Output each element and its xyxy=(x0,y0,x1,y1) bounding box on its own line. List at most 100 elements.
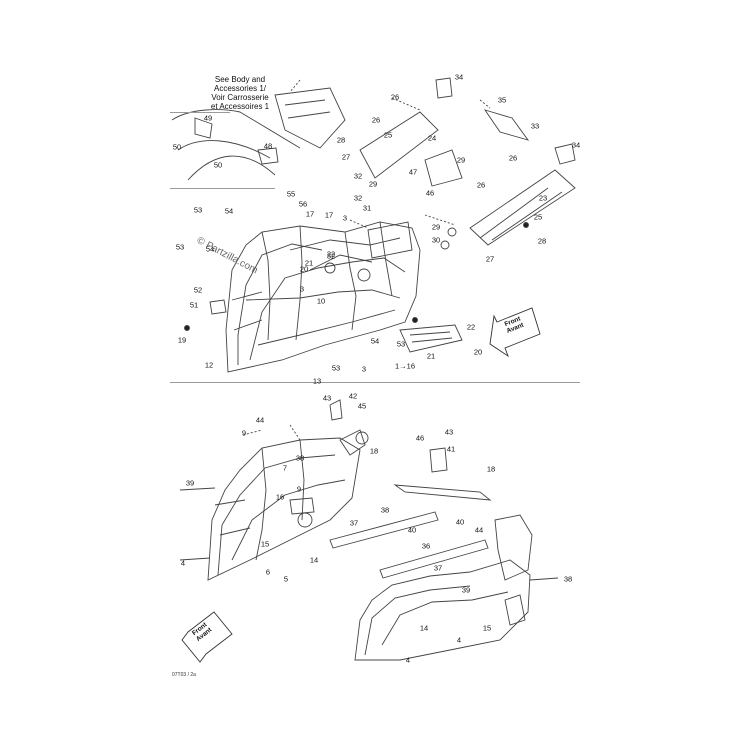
top-part-callout: 53 xyxy=(193,205,203,215)
front-arrow-bottom xyxy=(181,611,233,663)
top-part-callout: 35 xyxy=(497,95,507,105)
top-part-callout: 1→16 xyxy=(394,361,416,371)
bottom-part-callout: 9 xyxy=(241,428,247,438)
bottom-part-callout: 7 xyxy=(282,463,288,473)
top-part-callout: 32 xyxy=(353,171,363,181)
top-part-callout: 49 xyxy=(203,113,213,123)
top-part-callout: 26 xyxy=(390,92,400,102)
top-part-callout: 50 xyxy=(172,142,182,152)
bottom-part-callout: 18 xyxy=(486,464,496,474)
bottom-part-callout: 44 xyxy=(255,415,265,425)
top-part-callout: 20 xyxy=(473,347,483,357)
figure-code: 07T03 / 2a xyxy=(172,672,196,678)
bottom-part-callout: 15 xyxy=(260,539,270,549)
top-part-callout: 23 xyxy=(538,193,548,203)
inset-divider-bottom xyxy=(170,188,275,189)
bottom-part-callout: 4 xyxy=(180,558,186,568)
bottom-part-callout: 16 xyxy=(275,492,285,502)
top-part-callout: 22 xyxy=(326,249,336,259)
top-part-callout: 29 xyxy=(368,179,378,189)
bottom-part-callout: 38 xyxy=(563,574,573,584)
see-body-note: See Body and Accessories 1/ Voir Carross… xyxy=(210,75,270,111)
top-part-callout: 17 xyxy=(324,210,334,220)
top-part-callout: 29 xyxy=(456,155,466,165)
bottom-part-callout: 45 xyxy=(357,401,367,411)
top-part-callout: 47 xyxy=(408,167,418,177)
bottom-part-callout: 9 xyxy=(296,484,302,494)
top-part-callout: 19 xyxy=(177,335,187,345)
bottom-part-callout: 4 xyxy=(405,655,411,665)
top-part-callout: 54 xyxy=(370,336,380,346)
bottom-frame-drawing xyxy=(179,399,559,661)
bottom-part-callout: 5 xyxy=(283,574,289,584)
top-part-callout: 3 xyxy=(299,284,305,294)
bottom-part-callout: 44 xyxy=(474,525,484,535)
top-part-callout: 54 xyxy=(205,244,215,254)
top-part-callout: 22 xyxy=(466,322,476,332)
top-part-callout: 12 xyxy=(204,360,214,370)
top-part-callout: 24 xyxy=(427,133,437,143)
bottom-part-callout: 14 xyxy=(419,623,429,633)
top-part-callout: 21 xyxy=(426,351,436,361)
top-part-callout: 26 xyxy=(508,153,518,163)
bottom-part-callout: 14 xyxy=(309,555,319,565)
bottom-part-callout: 37 xyxy=(433,563,443,573)
top-part-callout: 54 xyxy=(224,206,234,216)
top-part-callout: 20 xyxy=(299,264,309,274)
bottom-part-callout: 40 xyxy=(407,525,417,535)
top-part-callout: 52 xyxy=(193,285,203,295)
top-part-callout: 13 xyxy=(312,376,322,386)
top-part-callout: 50 xyxy=(213,160,223,170)
top-part-callout: 21 xyxy=(304,258,314,268)
bottom-part-callout: 38 xyxy=(380,505,390,515)
top-part-callout: 56 xyxy=(298,199,308,209)
top-part-callout: 27 xyxy=(485,254,495,264)
top-part-callout: 3 xyxy=(361,364,367,374)
top-part-callout: 55 xyxy=(286,189,296,199)
top-part-callout: 17 xyxy=(305,209,315,219)
top-part-callout: 10 xyxy=(316,296,326,306)
top-part-callout: 26 xyxy=(476,180,486,190)
bottom-part-callout: 37 xyxy=(349,518,359,528)
inset-divider-top xyxy=(170,112,230,113)
top-frame-drawing xyxy=(171,77,576,373)
top-part-callout: 53 xyxy=(331,363,341,373)
bottom-part-callout: 39 xyxy=(185,478,195,488)
top-part-callout: 28 xyxy=(336,135,346,145)
top-part-callout: 30 xyxy=(431,235,441,245)
top-part-callout: 33 xyxy=(530,121,540,131)
bottom-part-callout: 42 xyxy=(348,391,358,401)
bottom-part-callout: 39 xyxy=(461,585,471,595)
bottom-part-callout: 36 xyxy=(421,541,431,551)
bottom-part-callout: 43 xyxy=(322,393,332,403)
top-part-callout: 32 xyxy=(353,193,363,203)
top-part-callout: 31 xyxy=(362,203,372,213)
front-arrow-top xyxy=(489,307,541,358)
top-part-callout: 25 xyxy=(383,130,393,140)
bottom-part-callout: 15 xyxy=(482,623,492,633)
top-part-callout: 26 xyxy=(371,115,381,125)
bottom-part-callout: 41 xyxy=(446,444,456,454)
top-part-callout: 27 xyxy=(341,152,351,162)
bottom-part-callout: 18 xyxy=(369,446,379,456)
section-divider xyxy=(170,382,580,383)
top-part-callout: 28 xyxy=(537,236,547,246)
bottom-part-callout: 43 xyxy=(444,427,454,437)
bottom-part-callout: 46 xyxy=(415,433,425,443)
top-part-callout: 34 xyxy=(571,140,581,150)
bottom-part-callout: 6 xyxy=(265,567,271,577)
top-part-callout: 53 xyxy=(175,242,185,252)
top-part-callout: 53 xyxy=(396,339,406,349)
bottom-part-callout: 38 xyxy=(295,453,305,463)
bottom-part-callout: 40 xyxy=(455,517,465,527)
top-part-callout: 3 xyxy=(342,213,348,223)
top-part-callout: 34 xyxy=(454,72,464,82)
top-part-callout: 51 xyxy=(189,300,199,310)
top-part-callout: 32 xyxy=(326,251,336,261)
top-part-callout: 25 xyxy=(533,212,543,222)
top-part-callout: 48 xyxy=(263,141,273,151)
top-part-callout: 46 xyxy=(425,188,435,198)
top-part-callout: 29 xyxy=(431,222,441,232)
